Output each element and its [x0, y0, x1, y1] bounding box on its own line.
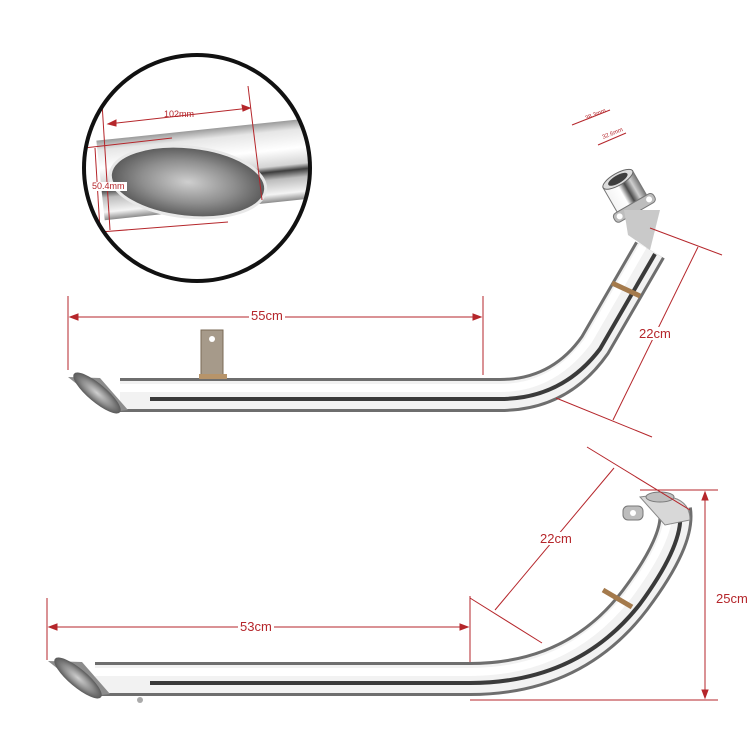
lower-length-label: 53cm [238, 619, 274, 634]
upper-length-label: 55cm [249, 308, 285, 323]
tip-closeup-inset [82, 53, 312, 283]
upper-exhaust-pipe [68, 168, 665, 414]
upper-bend-label: 22cm [637, 326, 673, 341]
lower-height-label: 25cm [714, 591, 750, 606]
lower-bend-label: 22cm [538, 531, 574, 546]
inset-width-label: 102mm [164, 109, 195, 119]
lower-exhaust-pipe [48, 491, 693, 703]
inset-height-label: 50.4mm [90, 181, 127, 191]
